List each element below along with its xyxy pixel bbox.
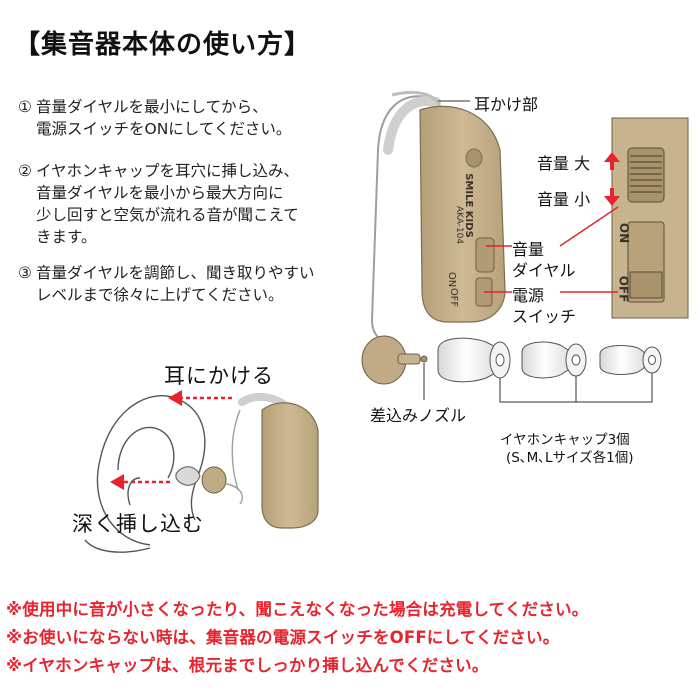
earphone-cap-medium — [521, 341, 587, 379]
step-text: 音量ダイヤルを最小から最大方向に — [36, 184, 284, 202]
nozzle — [397, 353, 421, 365]
step-text: 音量ダイヤルを最小にしてから、 — [36, 98, 268, 116]
device-off-text: OFF — [448, 287, 460, 308]
volume-down-label: 音量 小 — [537, 190, 591, 209]
caps-size-label: (S､M､Lサイズ各1個) — [506, 450, 634, 466]
insert-deep-label: 深く挿し込む — [72, 512, 204, 536]
hang-on-ear-label: 耳にかける — [164, 364, 274, 388]
step-text: 少し回すと空気が流れる音が聞こえて — [36, 206, 299, 224]
arrow-up-icon — [604, 152, 620, 170]
step-text: イヤホンキャップを耳穴に挿し込み、 — [36, 162, 300, 180]
step-text: 電源スイッチをONにしてください。 — [36, 120, 292, 138]
device-on-ear — [261, 402, 319, 529]
step-number: ③ — [18, 264, 32, 282]
brand-text: SMILE KIDS — [462, 173, 474, 238]
note-charge: ※使用中に音が小さくなったり、聞こえなくなった場合は充電してください。 — [6, 600, 589, 619]
ear-hook-label: 耳かけ部 — [474, 95, 539, 114]
page-title: 【集音器本体の使い方】 — [14, 30, 312, 60]
panel-on-label: ON — [617, 222, 632, 244]
arrow-down-icon — [604, 188, 620, 206]
step-number: ① — [18, 98, 32, 116]
step-text: レベルまで徐々に上げてください。 — [36, 286, 284, 304]
step-text: きます。 — [36, 228, 97, 246]
panel-off-label: OFF — [616, 275, 631, 303]
dial-label: 音量 — [512, 240, 545, 259]
switch-label: 電源 — [512, 286, 545, 305]
ear-nozzle — [201, 466, 227, 494]
note-power-off: ※お使いにならない時は、集音器の電源スイッチをOFFにしてください。 — [6, 628, 560, 647]
volume-dial — [475, 237, 495, 273]
volume-up-label: 音量 大 — [537, 154, 591, 173]
note-insert-cap: ※イヤホンキャップは、根元までしっかり挿し込んでください。 — [6, 656, 489, 675]
dial-label-2: ダイヤル — [512, 261, 576, 280]
model-text: AKA-104 — [454, 205, 465, 245]
nozzle-label: 差込みノズル — [370, 406, 467, 425]
step-text: 音量ダイヤルを調節し、聞き取りやすい — [36, 264, 315, 282]
earphone-cap-small — [599, 345, 662, 375]
switch-label-2: スイッチ — [512, 307, 577, 326]
earphone-cap-large — [437, 337, 511, 383]
device-on-text: ON — [446, 271, 458, 288]
caps-label: イヤホンキャップ3個 — [500, 432, 630, 448]
step-number: ② — [18, 162, 32, 180]
